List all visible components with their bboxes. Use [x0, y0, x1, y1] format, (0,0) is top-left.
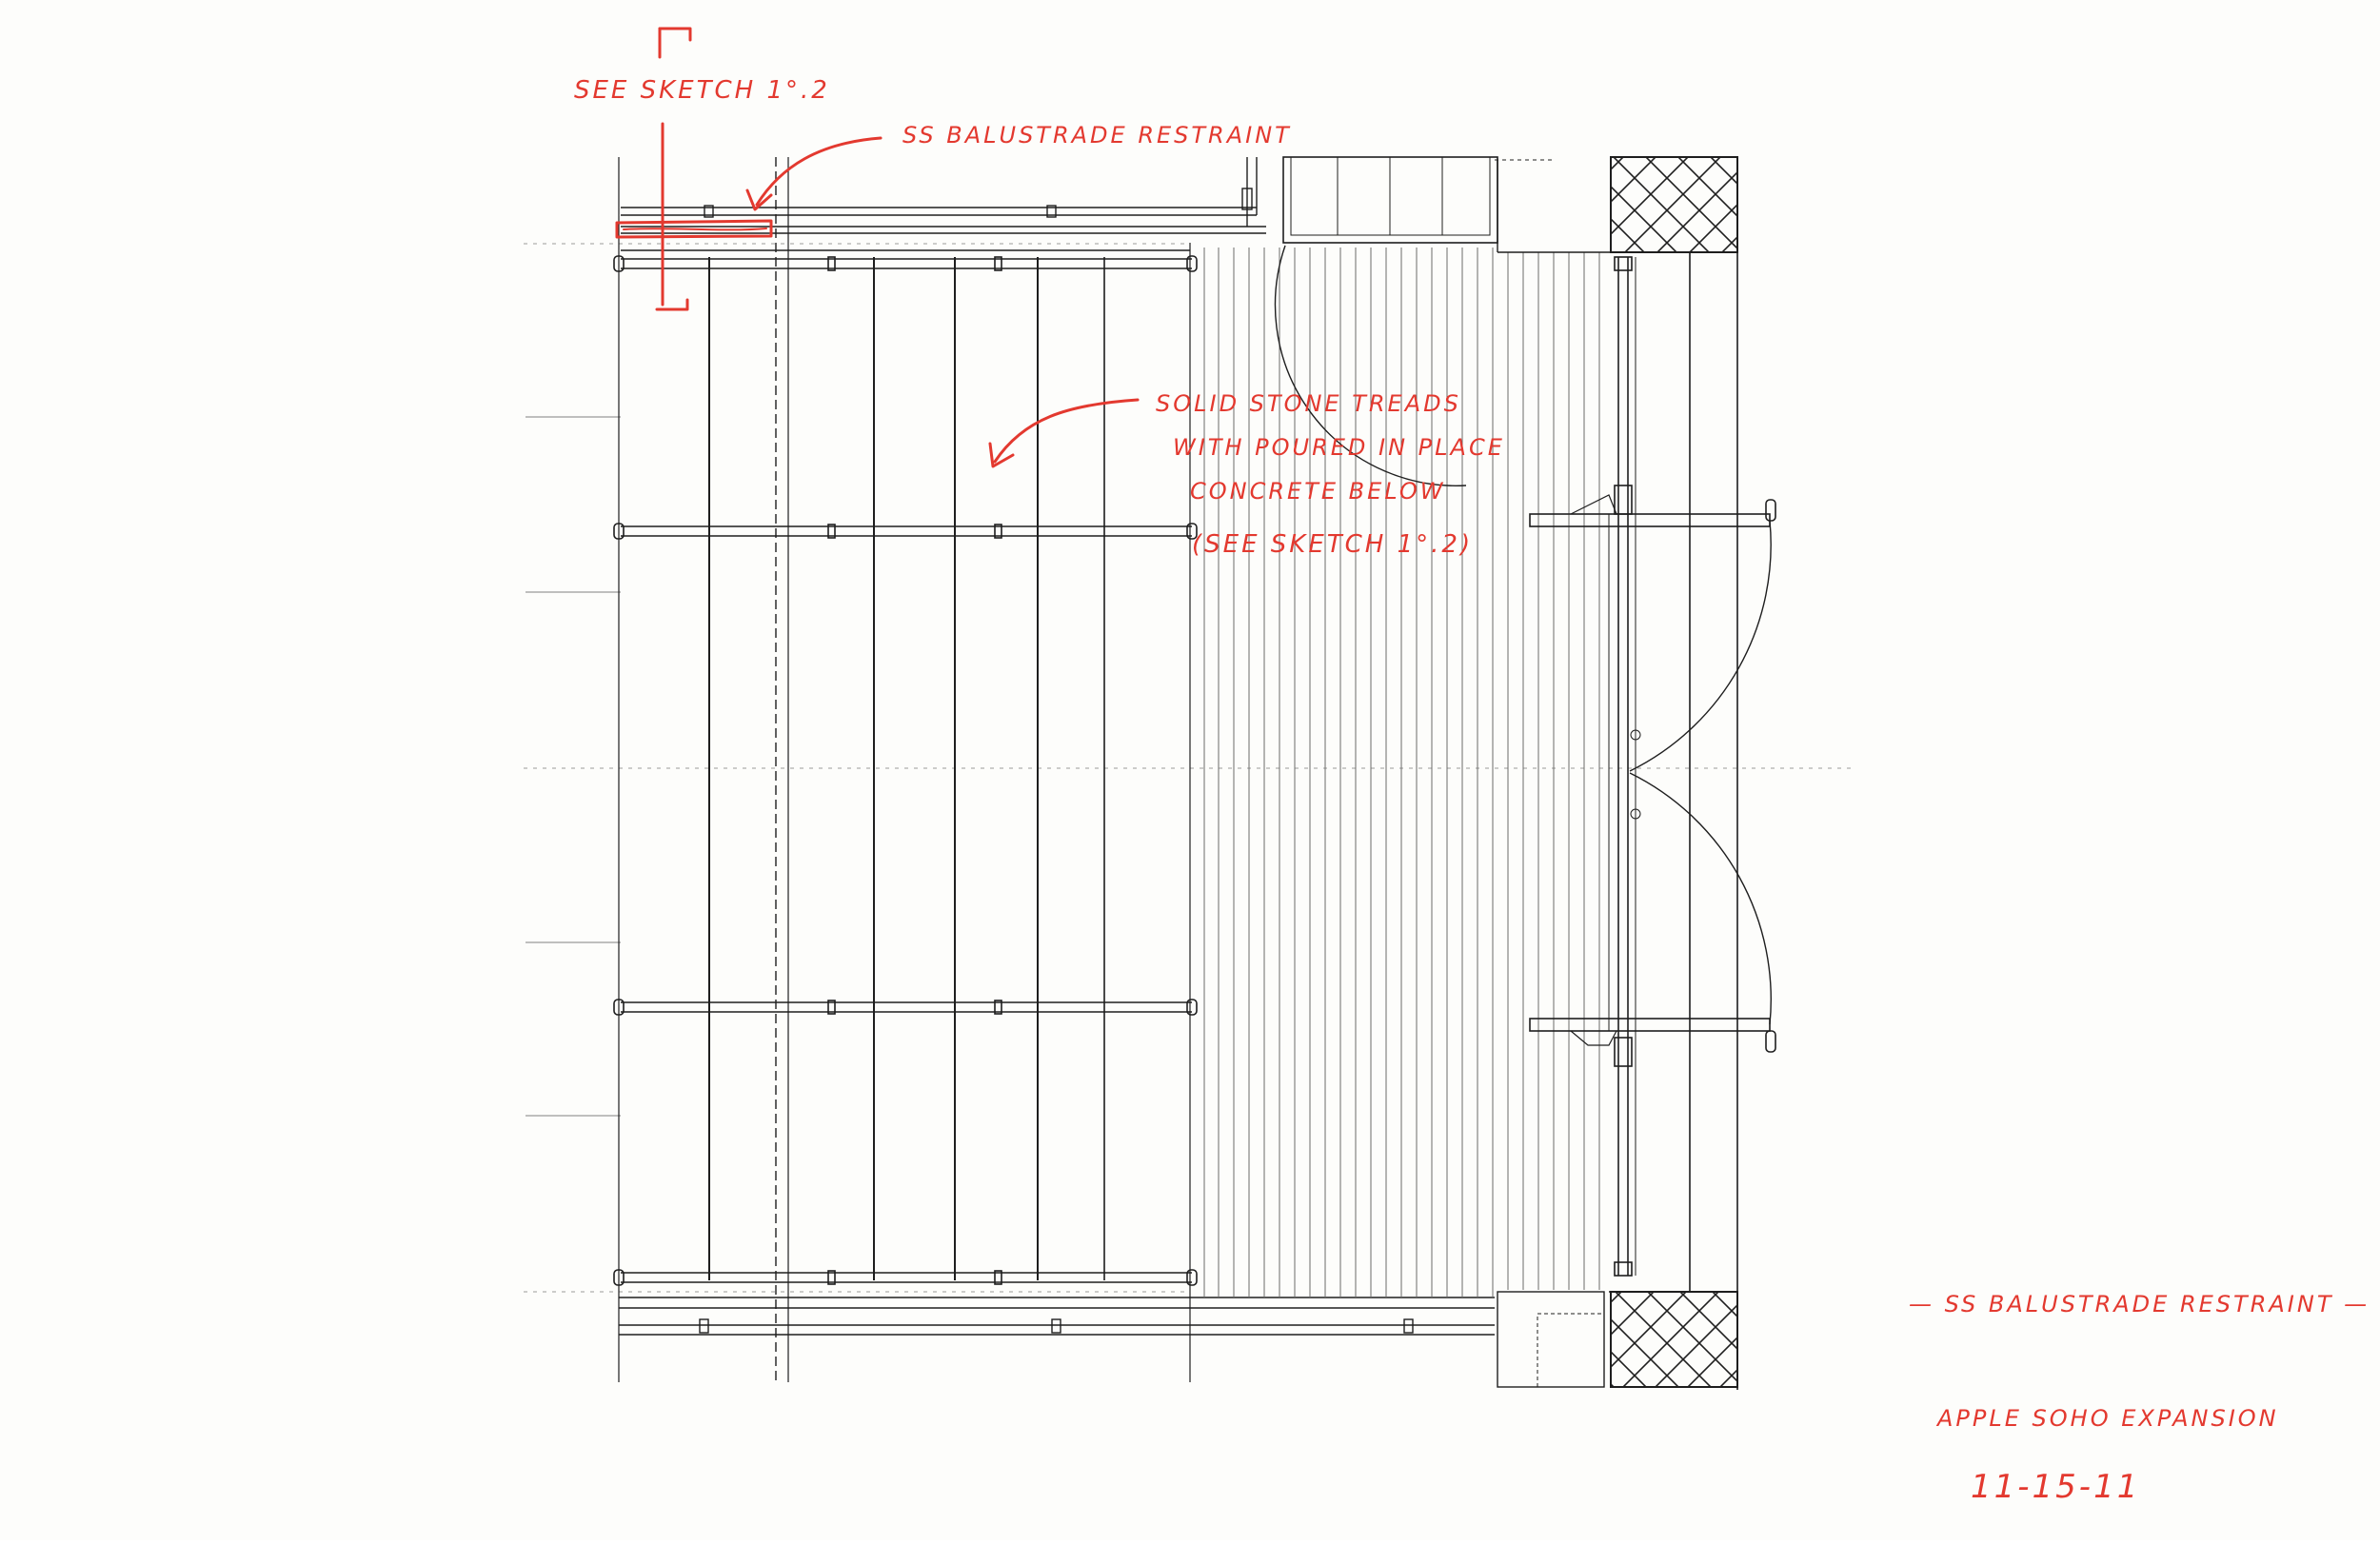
treads-note-line2: WITH POURED IN PLACE: [1173, 434, 1505, 461]
landing-stripes: [1203, 248, 1600, 1297]
glass-wall: [1614, 256, 1641, 1277]
project-title: APPLE SOHO EXPANSION: [1935, 1405, 2279, 1432]
drawing-date: 11-15-11: [1971, 1468, 2140, 1506]
left-tick-lines: [526, 416, 621, 1117]
legend-note: — SS BALUSTRADE RESTRAINT —: [1909, 1291, 2370, 1317]
hatched-columns: [1610, 156, 1738, 1388]
handrail-row-4: [613, 1269, 1198, 1286]
treads-note-line1: SOLID STONE TREADS: [1156, 390, 1461, 417]
restraint-highlight: [615, 219, 773, 239]
treads-arrow: [988, 398, 1140, 468]
restraint-callout: SS BALUSTRADE RESTRAINT: [902, 122, 1292, 149]
stair-flight: [618, 157, 1191, 1382]
handrail-pipes: [613, 255, 1198, 1286]
handrail-row-3: [613, 999, 1198, 1016]
restraint-arrow: [745, 136, 883, 211]
handrail-row-2: [613, 523, 1198, 540]
top-balustrade: [621, 157, 1266, 251]
section-marker-note: SEE SKETCH 1°.2: [574, 76, 830, 105]
bottom-door-box: [1497, 1291, 1605, 1388]
treads-note-line4: (SEE SKETCH 1°.2): [1192, 530, 1473, 559]
double-doors: [1529, 494, 1776, 1053]
section-cut-marker: [655, 27, 692, 311]
bottom-balustrade: [619, 1297, 1495, 1336]
handrail-row-1: [613, 255, 1198, 272]
treads-note-line3: CONCRETE BELOW: [1190, 478, 1446, 505]
top-door-frame: [1274, 156, 1609, 486]
